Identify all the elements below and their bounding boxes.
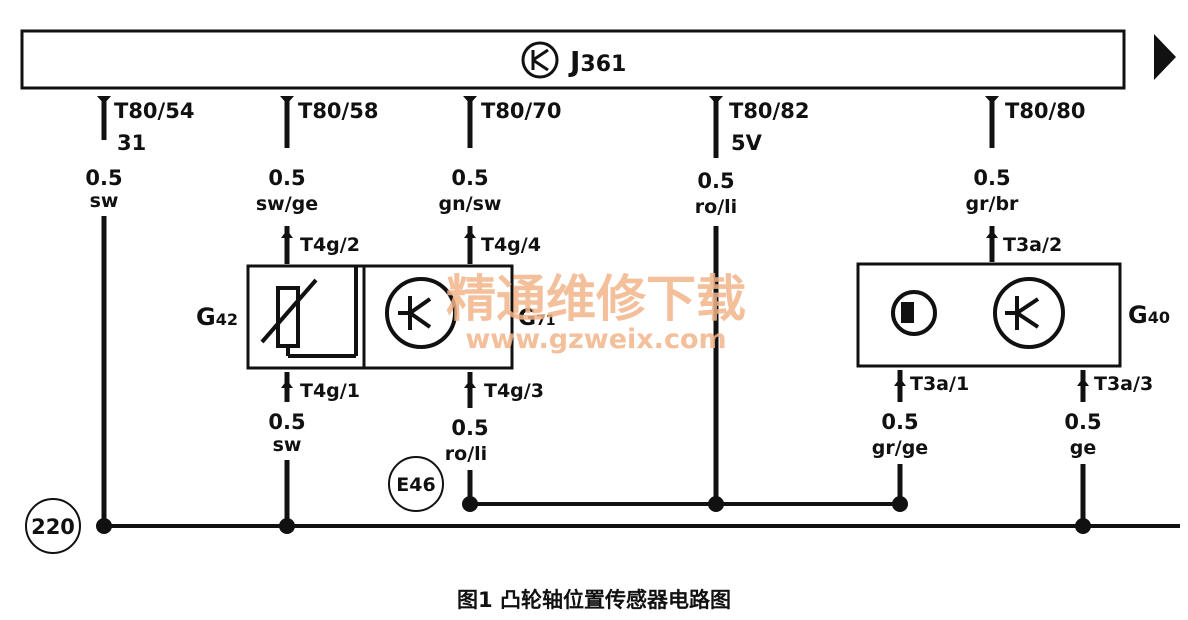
control-unit-label: J361 — [568, 45, 626, 78]
pin-arrow-icon — [1077, 378, 1089, 386]
pin-arrow-icon — [281, 380, 293, 388]
pin-arrow-icon — [985, 96, 999, 104]
component-label-g42: G42 — [196, 303, 238, 331]
wire-gauge: 0.5 — [881, 410, 918, 434]
ground-ref-label: 220 — [31, 515, 75, 539]
junction-dot — [462, 496, 478, 512]
wire-color: gn/sw — [439, 193, 502, 215]
pin-arrow-icon — [986, 230, 998, 238]
wire-gauge: 0.5 — [451, 416, 488, 440]
wire-gauge: 0.5 — [973, 166, 1010, 190]
wire-color: ro/li — [445, 443, 487, 465]
transistor-icon-g71 — [385, 277, 457, 349]
control-unit-box — [20, 29, 1126, 90]
transistor-icon-j361 — [521, 41, 559, 79]
pin-arrow-icon — [280, 96, 294, 104]
wire-color: gr/br — [966, 193, 1020, 215]
watermark-url: www.gzweix.com — [465, 324, 726, 355]
wire-gauge: 0.5 — [268, 410, 305, 434]
sensor-box-g42-g71 — [246, 264, 514, 370]
connector-label: T4g/2 — [300, 234, 360, 256]
connector-arrows — [97, 96, 1089, 388]
pin-label: T80/58 — [298, 99, 378, 123]
pin-label: T80/80 — [1005, 99, 1085, 123]
wire-gauge: 0.5 — [85, 166, 122, 190]
component-label-g40: G40 — [1128, 301, 1170, 329]
wire-gauge: 0.5 — [697, 169, 734, 193]
figure-caption: 图1 凸轮轴位置传感器电路图 — [457, 588, 731, 612]
watermark-text: 精通维修下载 — [446, 270, 746, 328]
wire-color: ro/li — [695, 196, 737, 218]
wire-color: sw/ge — [256, 193, 318, 215]
wire-color: sw — [273, 434, 302, 456]
wire-gauge: 0.5 — [451, 166, 488, 190]
wire-color: ge — [1070, 437, 1097, 459]
splice-circle — [388, 456, 444, 512]
junction-dot — [1075, 518, 1091, 534]
pin-arrow-icon — [463, 96, 477, 104]
wire-gauge: 0.5 — [1064, 410, 1101, 434]
junction-dot — [708, 496, 724, 512]
pin-arrow-icon — [709, 96, 723, 104]
sensor-box-g40 — [856, 262, 1122, 368]
thermistor-icon — [260, 266, 358, 358]
connector-label: T4g/4 — [481, 234, 541, 256]
transistor-icon-g40 — [993, 277, 1065, 349]
continuation-arrow-icon — [1154, 34, 1176, 80]
junction-dot — [96, 518, 112, 534]
connector-label: T4g/1 — [300, 380, 360, 402]
pin-label: T80/82 — [729, 99, 809, 123]
junctions — [96, 496, 1091, 534]
pin-note: 5V — [731, 131, 763, 155]
wire-color: gr/ge — [872, 437, 928, 459]
connector-label: T4g/3 — [484, 380, 544, 402]
connector-label: T3a/3 — [1094, 373, 1153, 395]
pin-arrow-icon — [464, 380, 476, 388]
pin-label: T80/54 — [114, 99, 194, 123]
pin-arrow-icon — [464, 230, 476, 238]
splice-label: E46 — [396, 474, 435, 496]
hall-sensor-icon — [891, 290, 937, 336]
component-label-g71: G71 — [518, 306, 556, 331]
connector-label: T3a/1 — [910, 373, 969, 395]
wire-gauge: 0.5 — [268, 166, 305, 190]
wire-color: sw — [90, 190, 119, 212]
pin-arrow-icon — [97, 96, 111, 104]
junction-dot — [279, 518, 295, 534]
wiring — [101, 100, 1086, 526]
junction-dot — [892, 496, 908, 512]
pin-label: T80/70 — [481, 99, 561, 123]
connector-label: T3a/2 — [1003, 234, 1062, 256]
pin-arrow-icon — [281, 230, 293, 238]
ground-ref-circle — [25, 498, 81, 554]
pin-note: 31 — [117, 131, 146, 155]
pin-arrow-icon — [894, 378, 906, 386]
